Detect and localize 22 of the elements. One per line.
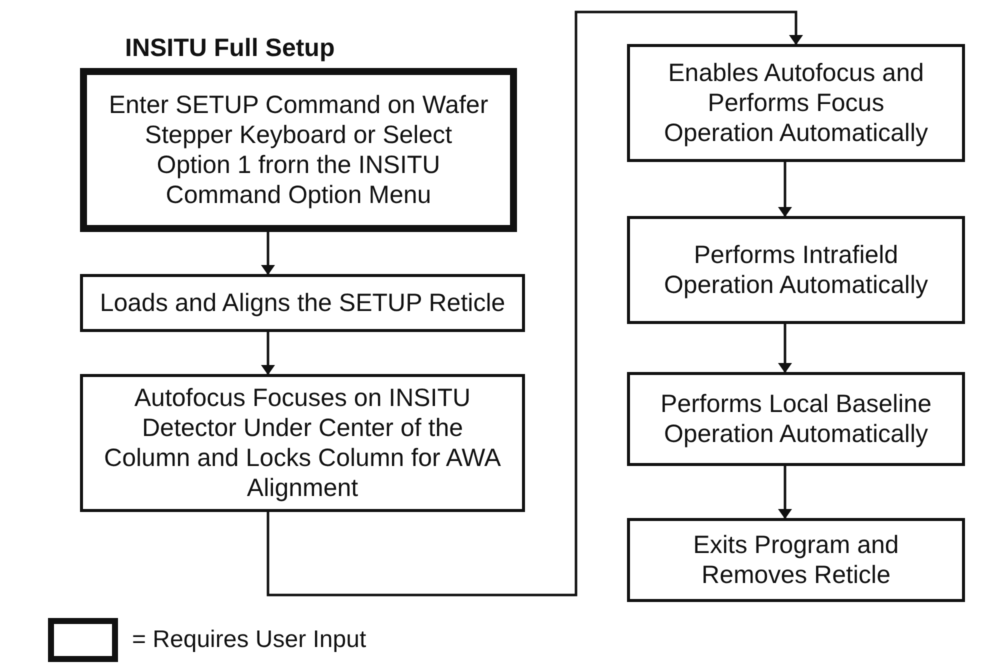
process-box <box>627 372 965 466</box>
process-box <box>627 44 965 162</box>
arrow <box>778 324 792 373</box>
process-box <box>627 518 965 602</box>
process-box <box>80 274 525 332</box>
diagram-title: INSITU Full Setup <box>125 34 335 63</box>
step-text: Performs Local Baseline Operation Automatically <box>660 389 932 449</box>
process-box <box>80 374 525 512</box>
step-text: Exits Program and Removes Reticle <box>692 530 900 590</box>
arrow <box>261 332 275 375</box>
arrow <box>778 162 792 217</box>
step-text: Loads and Aligns the SETUP Reticle <box>98 288 506 318</box>
step-text: Enables Autofocus and Performs Focus Operation Automatically <box>662 58 930 148</box>
arrow <box>778 466 792 519</box>
input-step-box <box>80 68 517 232</box>
step-text: Autofocus Focuses on INSITU Detector Under Center of the Column and Locks Column for AWA Alignment <box>103 383 502 503</box>
step-text: Performs Intrafield Operation Automatically <box>662 240 930 300</box>
process-box <box>627 216 965 324</box>
arrow <box>266 10 803 596</box>
arrow <box>261 232 275 275</box>
step-text: Enter SETUP Command on Wafer Stepper Keyboard or Select Option 1 frorn the INSITU Command Option Menu <box>108 90 490 210</box>
legend-text: = Requires User Input <box>132 626 366 654</box>
